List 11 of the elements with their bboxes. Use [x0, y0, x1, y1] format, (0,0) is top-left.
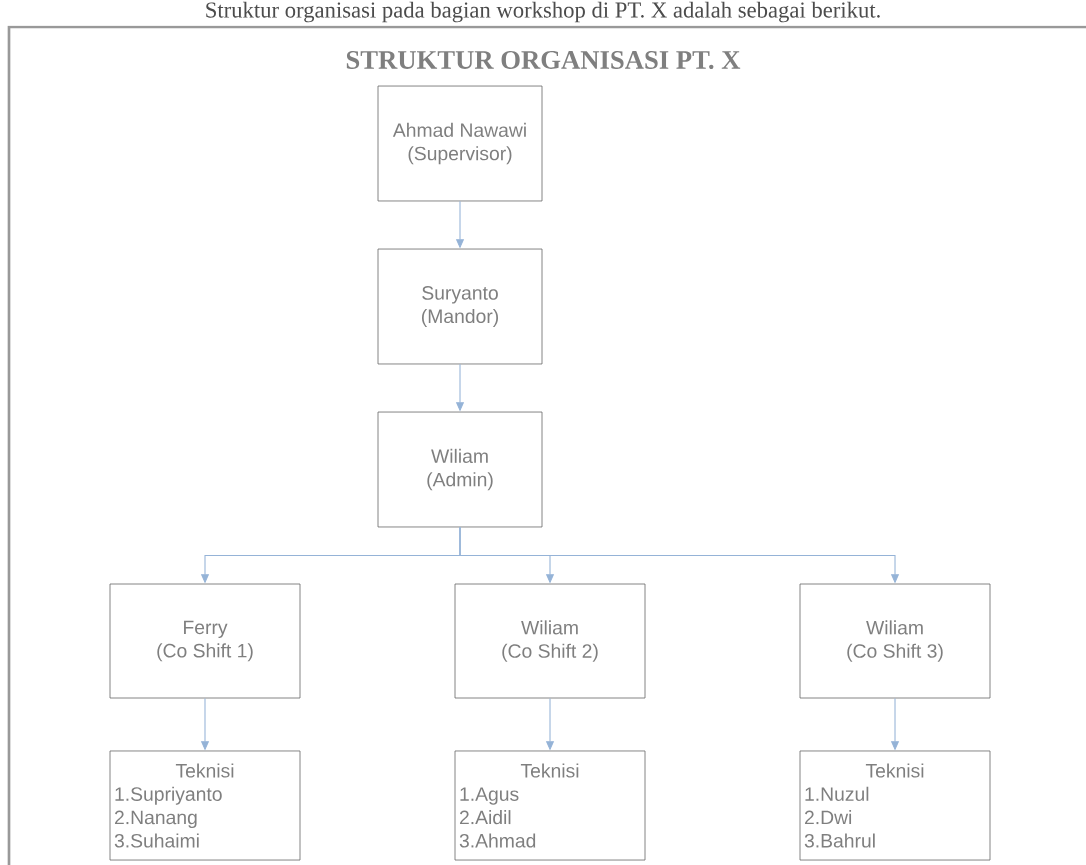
position-box: Ferry (Co Shift 1) [109, 583, 301, 699]
team-box: Teknisi 1.Supriyanto 2.Nanang 3.Suhaimi [109, 750, 301, 861]
position-box: Suryanto (Mandor) [377, 248, 543, 365]
position-box: Ahmad Nawawi (Supervisor) [377, 85, 543, 202]
position-box: Wiliam (Co Shift 3) [799, 583, 991, 699]
team-box: Teknisi 1.Nuzul 2.Dwi 3.Bahrul [799, 750, 991, 861]
position-box: Wiliam (Admin) [377, 411, 543, 528]
chart-title: STRUKTUR ORGANISASI PT. X [346, 51, 741, 69]
team-box: Teknisi 1.Agus 2.Aidil 3.Ahmad [454, 750, 646, 861]
intro-sentence: Struktur organisasi pada bagian workshop di PT. X adalah sebagai berikut. [206, 1, 880, 23]
position-box: Wiliam (Co Shift 2) [454, 583, 646, 699]
